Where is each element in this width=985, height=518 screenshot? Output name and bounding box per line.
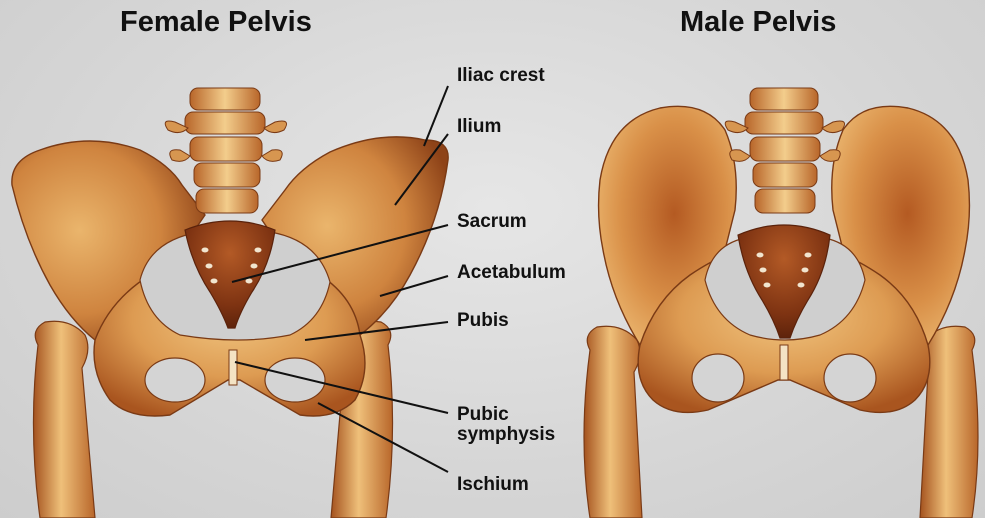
leader-iliac-crest — [424, 86, 448, 146]
label-iliac-crest: Iliac crest — [457, 66, 545, 86]
label-pubis: Pubis — [457, 311, 509, 331]
label-ischium: Ischium — [457, 475, 529, 495]
label-pubic-symphysis-line2: symphysis — [457, 425, 555, 445]
male-pelvis-title: Male Pelvis — [680, 6, 836, 39]
label-ilium: Ilium — [457, 117, 501, 137]
label-pubic-symphysis-line1: Pubic — [457, 405, 509, 425]
male-pelvis — [584, 88, 978, 518]
label-acetabulum: Acetabulum — [457, 263, 566, 283]
label-sacrum: Sacrum — [457, 212, 527, 232]
female-pelvis — [12, 88, 448, 518]
female-pelvis-title: Female Pelvis — [120, 6, 312, 39]
